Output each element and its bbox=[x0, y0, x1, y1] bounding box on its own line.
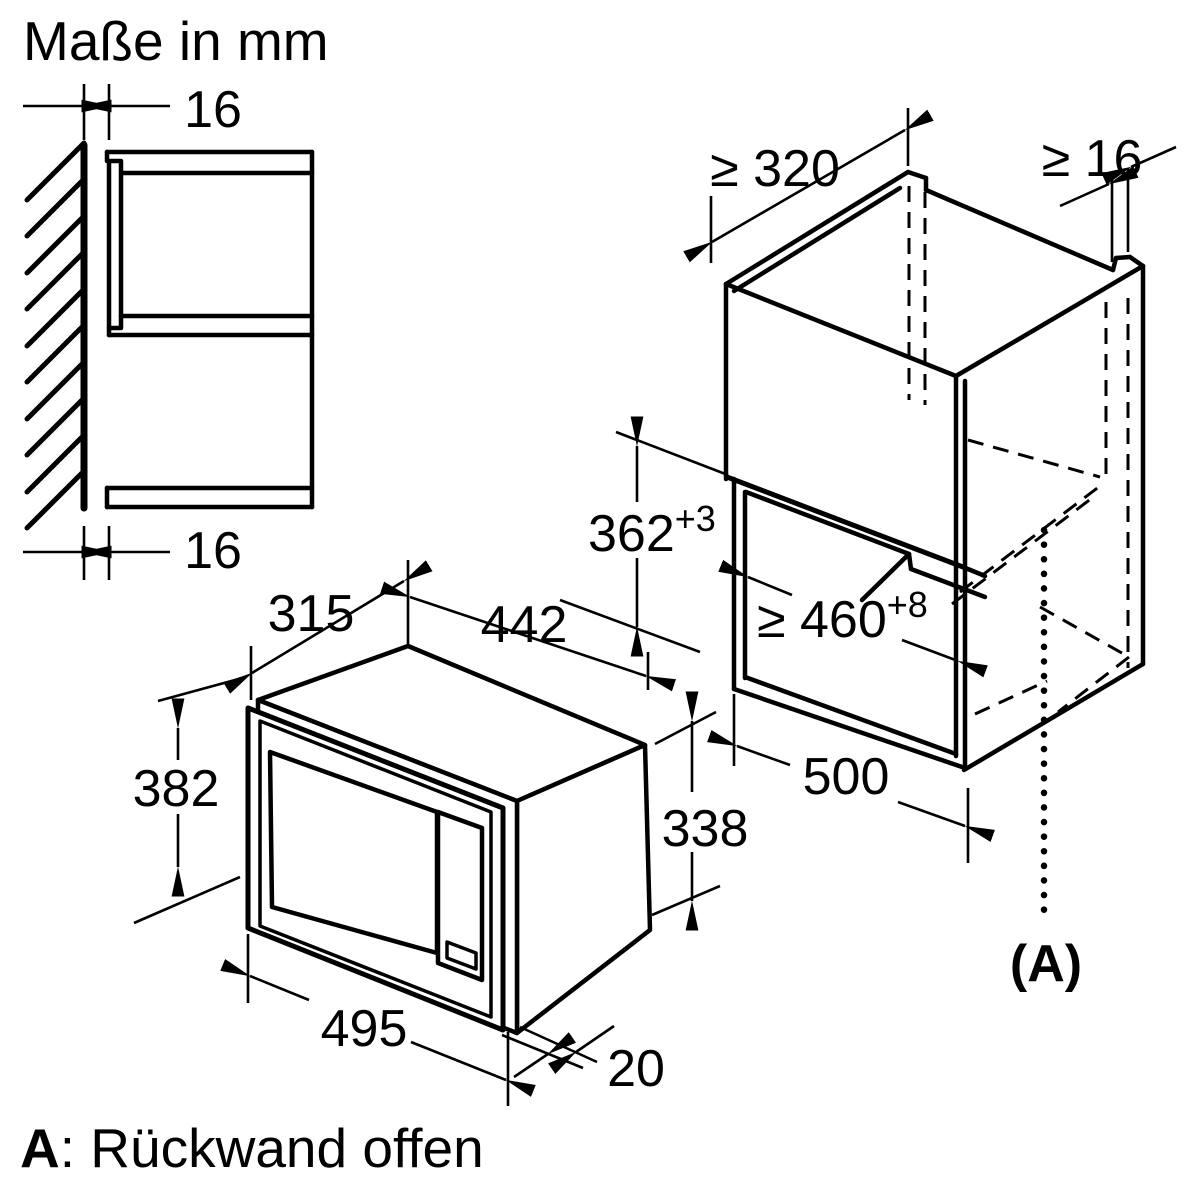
footnote: A: Rückwand offen bbox=[20, 1117, 484, 1179]
cabinet-hidden-edges bbox=[907, 186, 1130, 716]
dim-niche-depth-320: ≥ 320 bbox=[683, 108, 934, 263]
footnote-marker: A bbox=[20, 1117, 60, 1179]
section-label-a: (A) bbox=[1010, 935, 1082, 993]
microwave-frame-inner-edge bbox=[258, 719, 493, 1019]
dim-panel-thickness-16: ≥ 16 bbox=[1042, 130, 1177, 262]
microwave-3d-view: 315 442 338 382 495 bbox=[133, 560, 749, 1106]
dim-wall-gap-bottom: 16 bbox=[23, 522, 242, 580]
dim-niche-width-460: ≥ 460+8 bbox=[718, 559, 988, 678]
dim-microwave-width-442: 442 bbox=[379, 581, 677, 692]
dim-label-niche-height: 362+3 bbox=[588, 498, 716, 563]
cabinet-side-outline bbox=[104, 149, 315, 510]
section-line-a: (A) bbox=[1010, 526, 1082, 993]
wall-section bbox=[24, 140, 88, 531]
dim-label-mw-front-width: 495 bbox=[321, 1000, 408, 1058]
dim-label-cabinet-width: 500 bbox=[803, 748, 890, 806]
dim-frame-protrusion-20: 20 bbox=[501, 1024, 665, 1098]
appliance-rear-bracket bbox=[106, 158, 124, 331]
cabinet-3d-view: ≥ 320 ≥ 16 362+3 ≥ 460+8 500 bbox=[559, 108, 1177, 993]
wall-hatching bbox=[24, 140, 87, 531]
dim-label-mw-body-height: 338 bbox=[662, 800, 749, 858]
diagram-title: Maße in mm bbox=[23, 10, 329, 72]
niche-height-base: 362 bbox=[588, 505, 675, 563]
microwave-control-panel bbox=[435, 809, 485, 983]
dim-label-mw-width: 442 bbox=[481, 596, 568, 654]
dim-microwave-front-width-495: 495 bbox=[220, 934, 536, 1106]
cabinet-outline bbox=[723, 169, 1146, 773]
dim-cabinet-width-500: 500 bbox=[707, 694, 995, 863]
dim-niche-height-362: 362+3 bbox=[559, 416, 729, 657]
dim-label-mw-depth: 315 bbox=[268, 585, 355, 643]
dim-label-panel-thickness: ≥ 16 bbox=[1042, 130, 1143, 188]
dim-microwave-body-height-338: 338 bbox=[651, 691, 749, 931]
dim-label-wall-gap-bottom: 16 bbox=[184, 522, 242, 580]
microwave-display bbox=[445, 940, 478, 971]
dim-label-niche-depth: ≥ 320 bbox=[710, 140, 840, 198]
dim-label-frame-protrusion: 20 bbox=[607, 1040, 665, 1098]
dim-label-mw-front-height: 382 bbox=[133, 760, 220, 818]
dim-label-niche-width: ≥ 460+8 bbox=[757, 584, 928, 649]
niche-width-base: ≥ 460 bbox=[757, 591, 887, 649]
footnote-text: : Rückwand offen bbox=[60, 1117, 484, 1179]
dim-wall-gap-top: 16 bbox=[23, 81, 242, 140]
dim-label-wall-gap-top: 16 bbox=[184, 81, 242, 139]
niche-height-tolerance: +3 bbox=[675, 498, 716, 539]
dim-microwave-depth-315: 315 bbox=[223, 560, 433, 700]
dim-microwave-front-height-382: 382 bbox=[133, 675, 247, 925]
side-view: 16 16 bbox=[23, 81, 315, 580]
niche-width-tolerance: +8 bbox=[887, 584, 928, 625]
